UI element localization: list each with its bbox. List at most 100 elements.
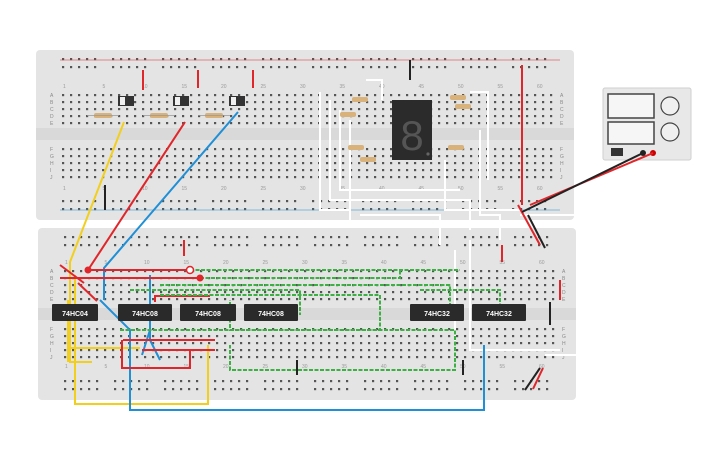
ic-chip-5[interactable]: 74HC32 bbox=[410, 304, 464, 321]
breadboard-hole bbox=[278, 162, 281, 165]
row-letter: I bbox=[560, 168, 561, 174]
breadboard-hole bbox=[304, 291, 307, 294]
breadboard-hole bbox=[328, 291, 331, 294]
rail-hole bbox=[238, 244, 241, 247]
voltage-knob[interactable] bbox=[660, 96, 680, 116]
power-supply[interactable] bbox=[602, 87, 692, 161]
rail-hole bbox=[264, 388, 267, 391]
breadboard-hole bbox=[160, 298, 163, 301]
row-letter: A bbox=[560, 93, 564, 99]
breadboard-hole bbox=[502, 122, 505, 125]
rail-hole bbox=[322, 236, 325, 239]
breadboard-hole bbox=[150, 108, 153, 111]
row-letter: B bbox=[562, 276, 566, 282]
breadboard-hole bbox=[470, 176, 473, 179]
breadboard-hole bbox=[272, 291, 275, 294]
breadboard-hole bbox=[344, 349, 347, 352]
breadboard-hole bbox=[88, 328, 91, 331]
rail-hole bbox=[172, 388, 175, 391]
breadboard-hole bbox=[96, 291, 99, 294]
breadboard-hole bbox=[176, 335, 179, 338]
rail-hole bbox=[338, 244, 341, 247]
green-wires bbox=[120, 269, 501, 371]
breadboard-hole bbox=[104, 356, 107, 359]
breadboard-hole bbox=[398, 169, 401, 172]
breadboard-hole bbox=[240, 291, 243, 294]
breadboard-hole bbox=[550, 155, 553, 158]
breadboard-hole bbox=[344, 342, 347, 345]
breadboard-hole bbox=[278, 169, 281, 172]
breadboard-hole bbox=[432, 356, 435, 359]
breadboard-hole bbox=[544, 284, 547, 287]
breadboard-hole bbox=[270, 101, 273, 104]
breadboard-hole bbox=[376, 298, 379, 301]
rail-hole bbox=[338, 380, 341, 383]
ic-chip-2[interactable]: 74HC08 bbox=[118, 304, 172, 321]
breadboard-hole bbox=[246, 169, 249, 172]
slide-switch-3[interactable] bbox=[229, 96, 245, 106]
ic-chip-1[interactable]: 74HC04 bbox=[52, 304, 98, 321]
breadboard-hole bbox=[352, 298, 355, 301]
breadboard-hole bbox=[472, 291, 475, 294]
breadboard-hole bbox=[152, 291, 155, 294]
breadboard-hole bbox=[456, 284, 459, 287]
breadboard-hole bbox=[280, 356, 283, 359]
row-letter: A bbox=[50, 93, 54, 99]
breadboard-hole bbox=[374, 108, 377, 111]
breadboard-hole bbox=[502, 94, 505, 97]
resistor-2 bbox=[143, 113, 175, 118]
breadboard-hole bbox=[334, 169, 337, 172]
breadboard-hole bbox=[254, 148, 257, 151]
column-number: 15 bbox=[184, 260, 190, 266]
breadboard-hole bbox=[326, 108, 329, 111]
breadboard-hole bbox=[462, 108, 465, 111]
breadboard-hole bbox=[166, 122, 169, 125]
rail-hole bbox=[486, 66, 489, 69]
breadboard-hole bbox=[440, 291, 443, 294]
breadboard-hole bbox=[416, 277, 419, 280]
breadboard-hole bbox=[464, 277, 467, 280]
breadboard-hole bbox=[400, 291, 403, 294]
rail-hole bbox=[414, 244, 417, 247]
breadboard-hole bbox=[326, 115, 329, 118]
breadboard-hole bbox=[70, 162, 73, 165]
breadboard-hole bbox=[278, 115, 281, 118]
breadboard-hole bbox=[344, 270, 347, 273]
psu-power-switch[interactable] bbox=[611, 148, 623, 156]
breadboard-hole bbox=[230, 155, 233, 158]
rail-hole bbox=[478, 58, 481, 61]
breadboard-hole bbox=[256, 335, 259, 338]
breadboard-hole bbox=[62, 94, 65, 97]
rail-hole bbox=[196, 380, 199, 383]
breadboard-hole bbox=[454, 176, 457, 179]
breadboard-hole bbox=[286, 108, 289, 111]
breadboard-hole bbox=[96, 335, 99, 338]
breadboard-hole bbox=[288, 335, 291, 338]
breadboard-hole bbox=[440, 298, 443, 301]
breadboard-hole bbox=[152, 356, 155, 359]
rail-hole bbox=[112, 58, 115, 61]
rail-hole bbox=[96, 244, 99, 247]
current-knob[interactable] bbox=[660, 122, 680, 142]
column-number: 25 bbox=[261, 84, 267, 90]
breadboard-hole bbox=[270, 148, 273, 151]
breadboard-hole bbox=[544, 270, 547, 273]
row-letter: I bbox=[562, 348, 563, 354]
breadboard-hole bbox=[518, 122, 521, 125]
ic-chip-4[interactable]: 74HC08 bbox=[244, 304, 298, 321]
breadboard-hole bbox=[288, 291, 291, 294]
breadboard-hole bbox=[94, 176, 97, 179]
slide-switch-2[interactable] bbox=[173, 96, 189, 106]
breadboard-hole bbox=[256, 356, 259, 359]
breadboard-hole bbox=[382, 115, 385, 118]
ic-chip-6[interactable]: 74HC32 bbox=[472, 304, 526, 321]
breadboard-hole bbox=[294, 162, 297, 165]
ic-chip-3[interactable]: 74HC08 bbox=[180, 304, 236, 321]
breadboard-hole bbox=[216, 342, 219, 345]
slide-switch-1[interactable] bbox=[118, 96, 134, 106]
breadboard-hole bbox=[216, 335, 219, 338]
breadboard-hole bbox=[374, 94, 377, 97]
breadboard-hole bbox=[104, 298, 107, 301]
breadboard-hole bbox=[262, 122, 265, 125]
breadboard-hole bbox=[368, 349, 371, 352]
